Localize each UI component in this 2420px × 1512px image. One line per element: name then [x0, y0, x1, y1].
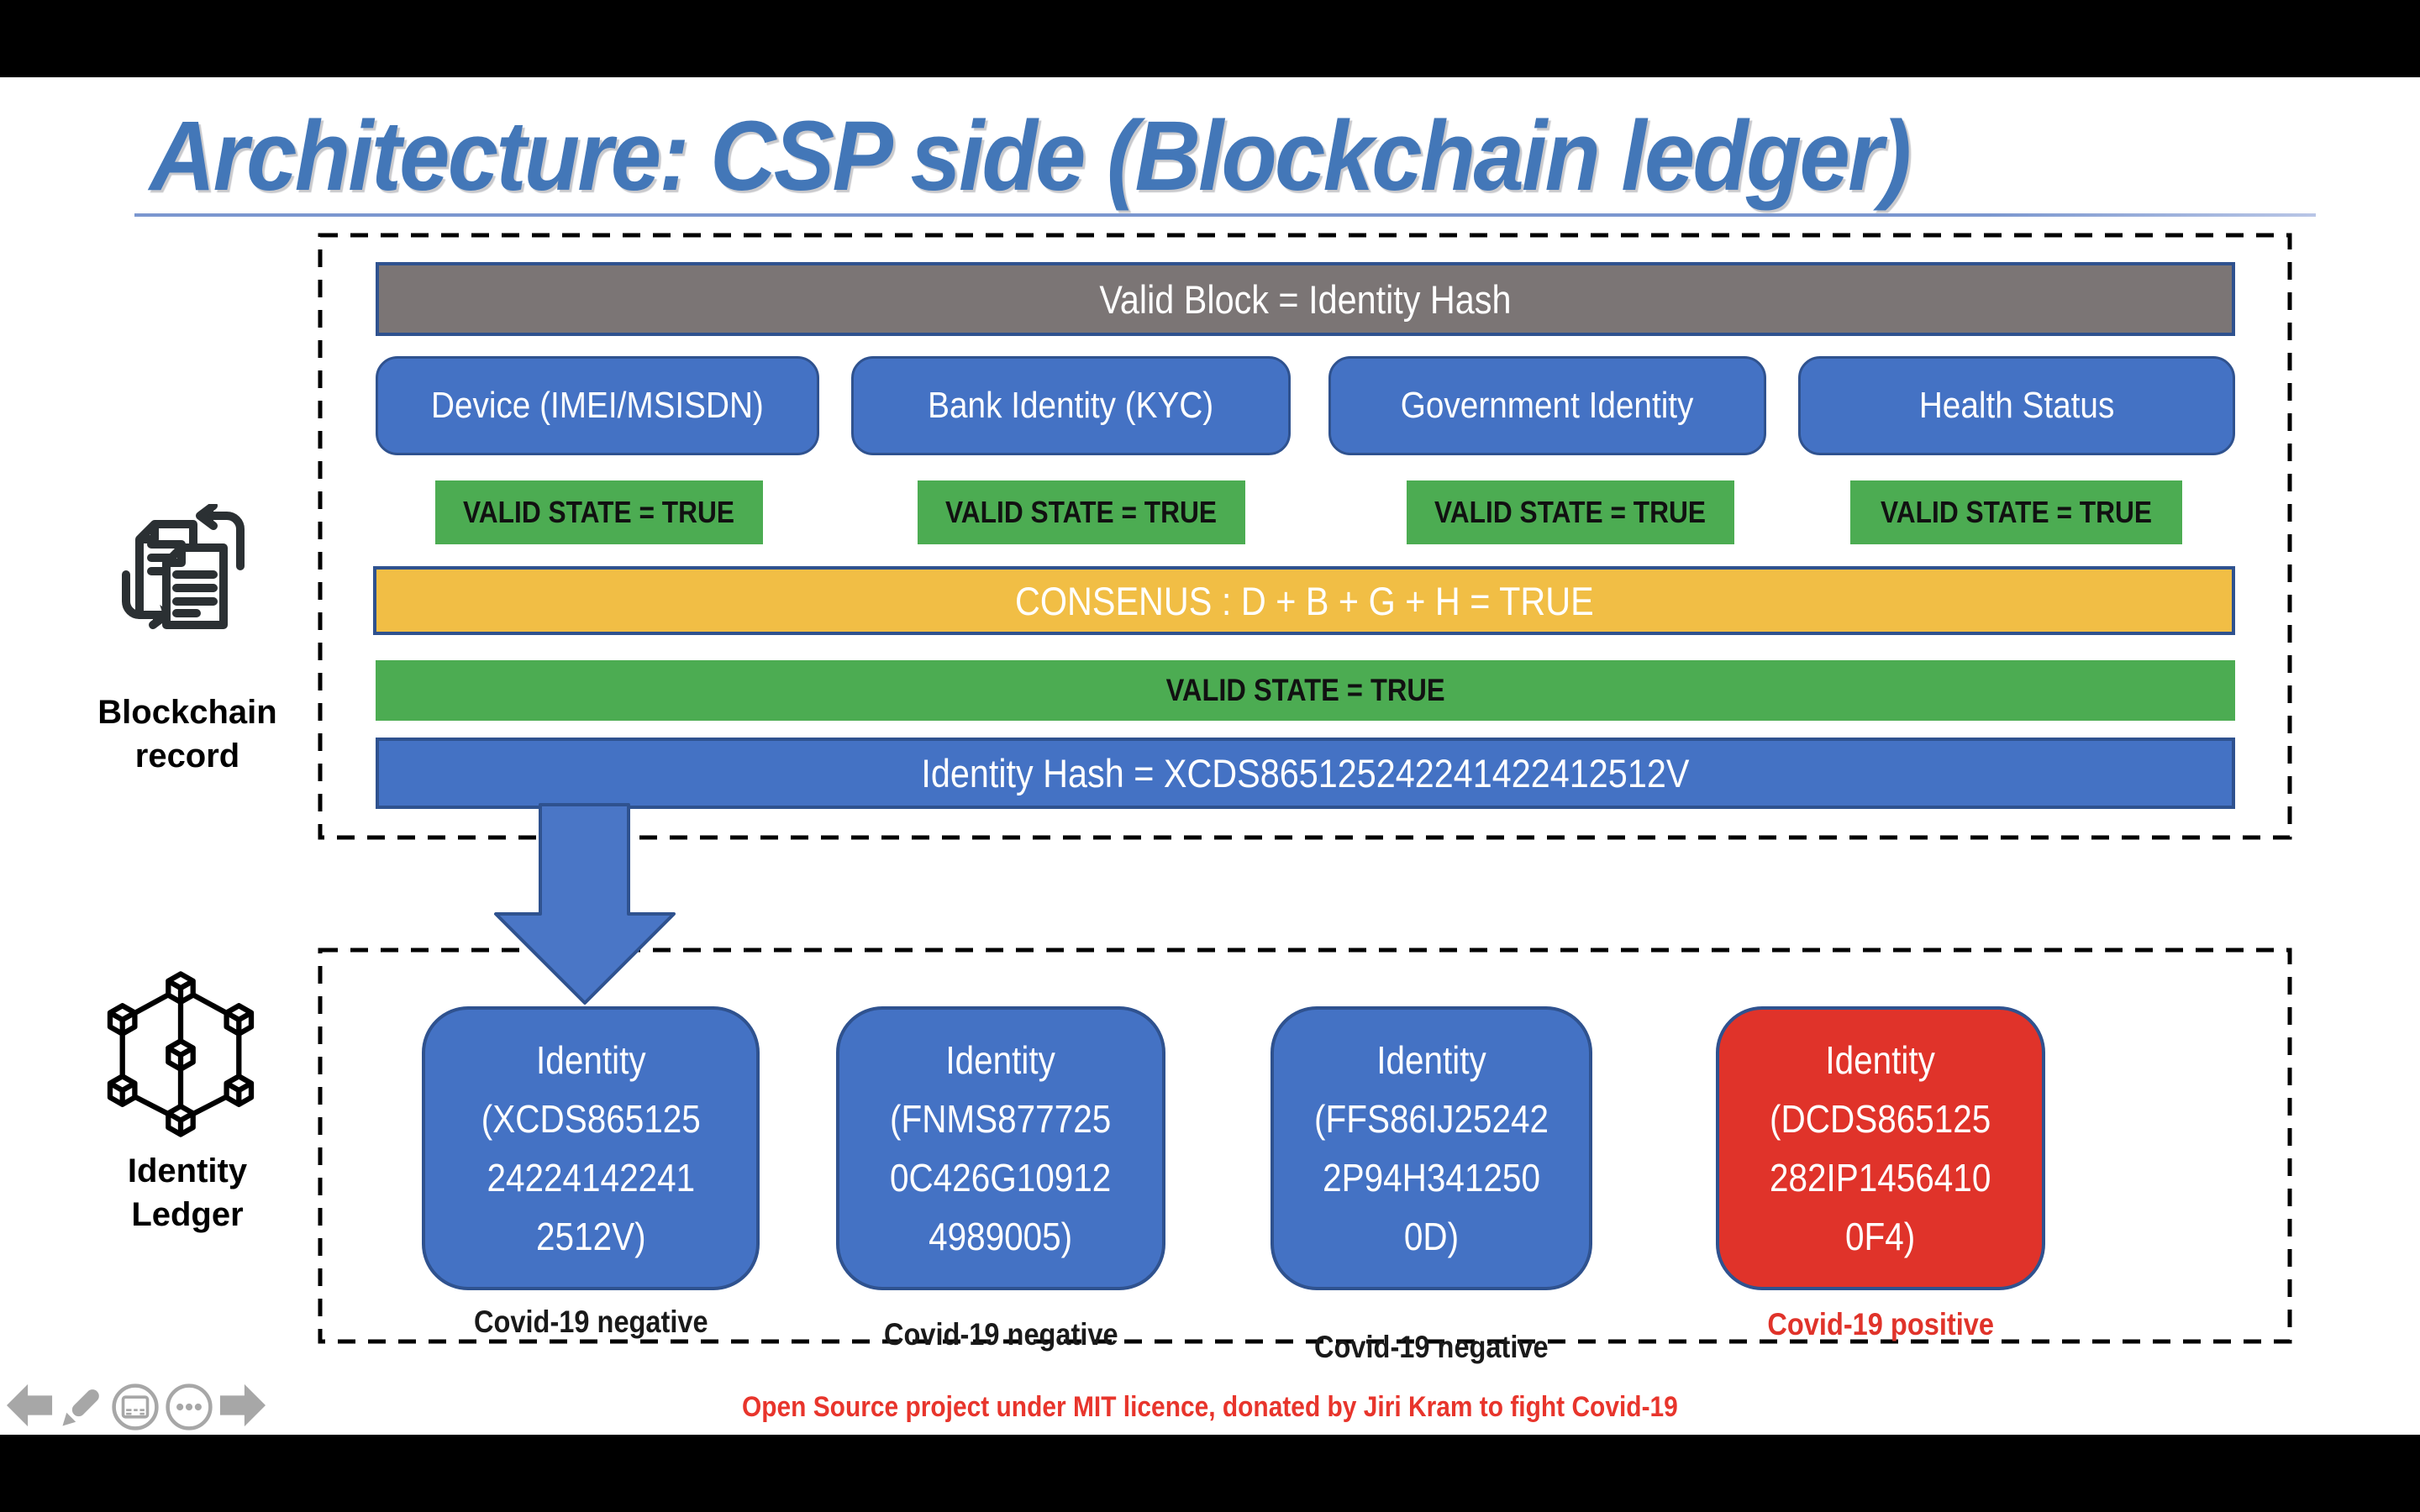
previous-slide-button[interactable] [7, 1383, 54, 1428]
valid-block-label: Valid Block = Identity Hash [1099, 276, 1512, 322]
identity-hash-bar: Identity Hash = XCDS86512524224142241251… [376, 738, 2235, 809]
covid-status-caption: Covid-19 negative [883, 1317, 1118, 1352]
more-options-button[interactable] [165, 1383, 213, 1431]
valid-block-bar: Valid Block = Identity Hash [376, 262, 2235, 336]
next-slide-button[interactable] [218, 1383, 266, 1428]
source-card-health: Health Status [1798, 356, 2235, 455]
covid-status-caption: Covid-19 negative [473, 1305, 708, 1339]
valid-state-text: VALID STATE = TRUE [1434, 495, 1707, 529]
ellipsis-icon [166, 1383, 213, 1431]
source-card-label: Device (IMEI/MSISDN) [431, 385, 764, 426]
right-arrow-icon [219, 1383, 266, 1427]
blockchain-record-label-line1: Blockchain [97, 694, 277, 731]
identity-ledger-label-line2: Ledger [131, 1196, 244, 1233]
left-arrow-icon [7, 1383, 53, 1427]
valid-state-text: VALID STATE = TRUE [463, 495, 735, 529]
valid-state-badge: VALID STATE = TRUE [435, 480, 763, 544]
source-card-government: Government Identity [1328, 356, 1766, 455]
valid-state-text: VALID STATE = TRUE [945, 495, 1218, 529]
identity-hash-label: Identity Hash = XCDS86512524224142241251… [921, 751, 1690, 795]
top-letterbox-bar [0, 0, 2420, 77]
blockchain-record-label-line2: record [134, 738, 240, 774]
cubes-network-icon [107, 971, 255, 1137]
valid-state-bar: VALID STATE = TRUE [376, 660, 2235, 721]
source-card-device: Device (IMEI/MSISDN) [376, 356, 819, 455]
consensus-label: CONSENUS : D + B + G + H = TRUE [1014, 578, 1594, 623]
valid-state-bar-label: VALID STATE = TRUE [1165, 673, 1445, 707]
page-title: Architecture: CSP side (Blockchain ledge… [150, 101, 1912, 212]
display-options-button[interactable] [111, 1383, 160, 1431]
covid-status-caption: Covid-19 negative [1314, 1330, 1549, 1364]
title-underline [134, 213, 2316, 217]
source-card-label: Bank Identity (KYC) [928, 385, 1214, 426]
identity-ledger-label-line1: Identity [127, 1152, 248, 1189]
valid-state-badge: VALID STATE = TRUE [1850, 480, 2182, 544]
identity-ledger-label: Identity Ledger [74, 1149, 301, 1236]
source-card-label: Health Status [1918, 385, 2115, 426]
consensus-bar: CONSENUS : D + B + G + H = TRUE [373, 566, 2235, 635]
blockchain-record-label: Blockchain record [74, 690, 301, 778]
pencil-icon [62, 1389, 99, 1426]
source-card-bank: Bank Identity (KYC) [851, 356, 1291, 455]
blockchain-record-panel-border [318, 233, 2292, 840]
footer-note: Open Source project under MIT licence, d… [742, 1391, 1678, 1423]
identity-ledger-panel-border [318, 948, 2292, 1344]
valid-state-badge: VALID STATE = TRUE [1407, 480, 1734, 544]
down-block-arrow [494, 803, 676, 1005]
valid-state-badge: VALID STATE = TRUE [918, 480, 1245, 544]
covid-status-caption-positive: Covid-19 positive [1767, 1307, 1994, 1341]
bottom-letterbox-bar [0, 1435, 2420, 1512]
pen-tool-button[interactable] [54, 1383, 106, 1435]
valid-state-text: VALID STATE = TRUE [1881, 495, 2152, 529]
documents-sync-icon [122, 504, 245, 629]
screen-icon [112, 1383, 159, 1431]
source-card-label: Government Identity [1401, 385, 1694, 426]
